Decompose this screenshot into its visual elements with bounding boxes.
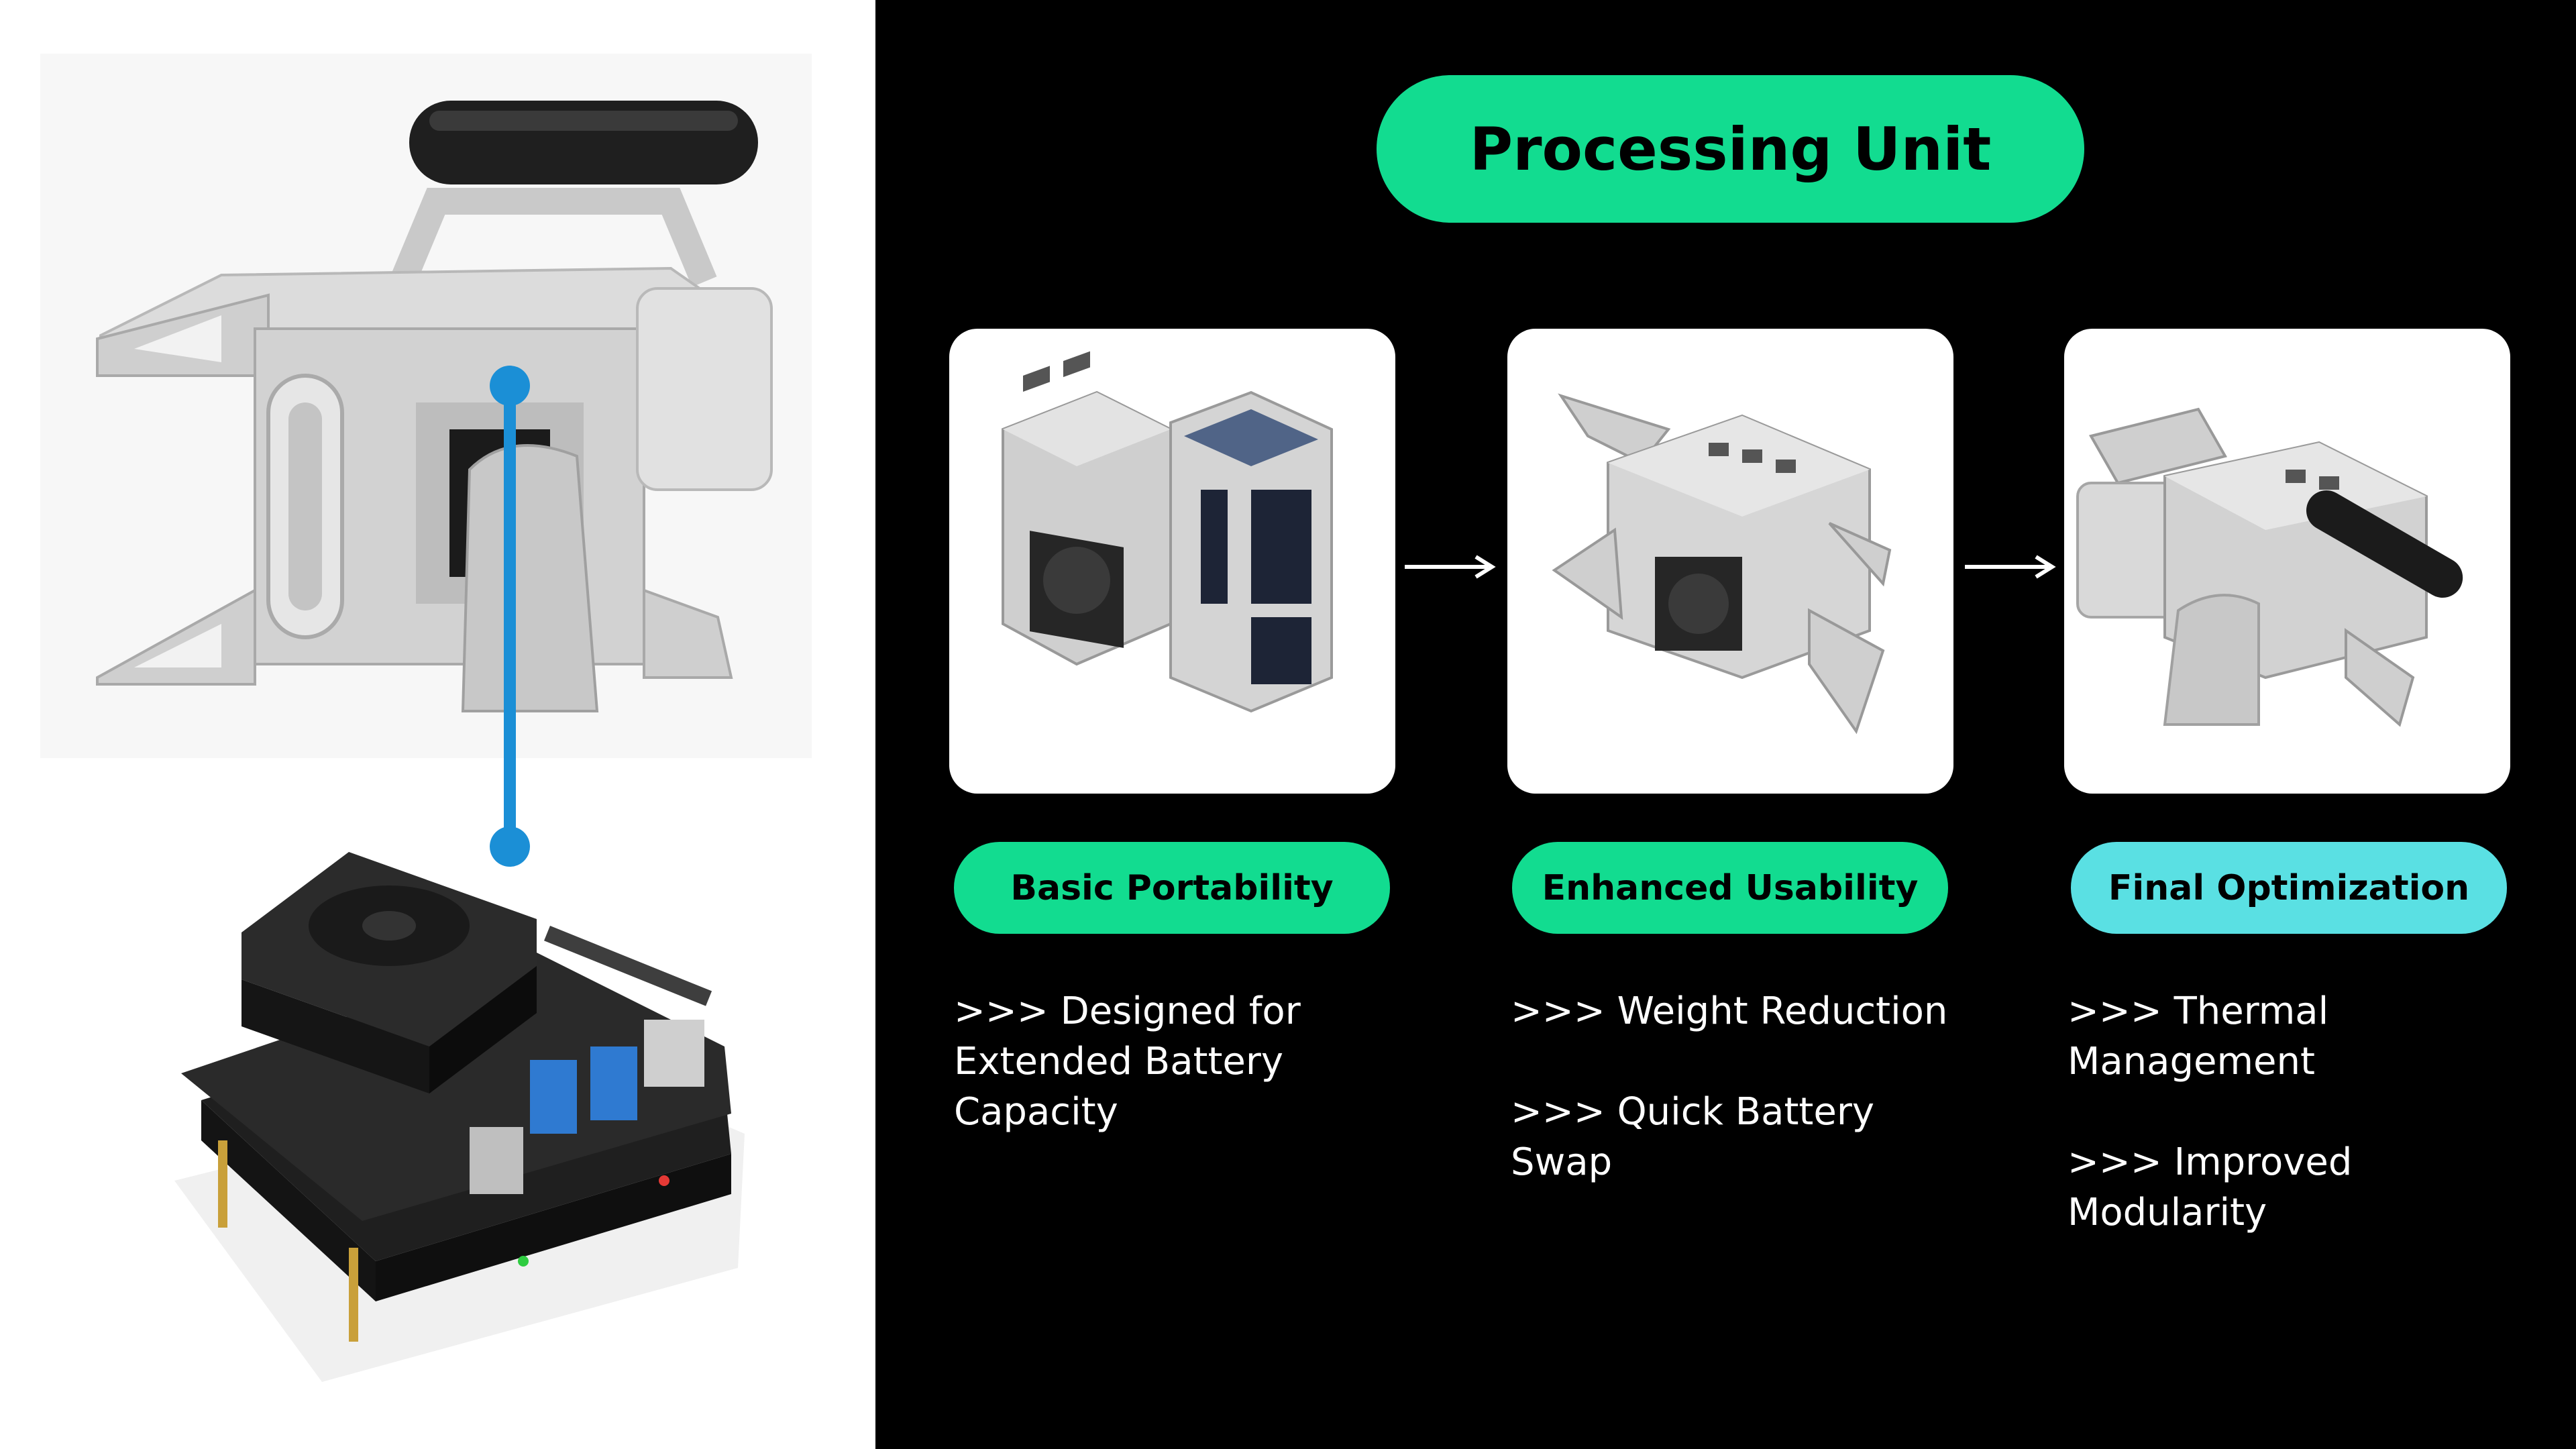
note-item: >>> Improved Modularity xyxy=(2068,1140,2353,1234)
stage-label-text: Enhanced Usability xyxy=(1542,867,1919,908)
stage-card-final-optimization xyxy=(2064,329,2510,794)
prototype-v2-render xyxy=(1552,393,1892,735)
arrow-right-icon xyxy=(1405,555,1496,579)
stage-notes-enhanced-usability: >>> Weight Reduction >>> Quick Battery S… xyxy=(1511,986,1980,1187)
stage-label-text: Basic Portability xyxy=(1010,867,1334,908)
note-item: >>> Quick Battery Swap xyxy=(1511,1090,1874,1184)
product-image-panel xyxy=(0,0,875,1449)
stage-card-basic-portability xyxy=(949,329,1395,794)
prototype-v1-render xyxy=(1002,351,1333,713)
stage-notes-basic-portability: >>> Designed for Extended Battery Capaci… xyxy=(954,986,1330,1137)
handheld-device-render xyxy=(40,54,812,758)
note-item: >>> Weight Reduction xyxy=(1511,989,1948,1033)
stage-notes-final-optimization: >>> Thermal Management >>> Improved Modu… xyxy=(2068,986,2537,1238)
stage-label-text: Final Optimization xyxy=(2108,867,2470,908)
note-item: >>> Thermal Management xyxy=(2068,989,2329,1083)
page-title-text: Processing Unit xyxy=(1469,114,1992,184)
page-title: Processing Unit xyxy=(1377,75,2084,223)
arrow-right-icon xyxy=(1965,555,2056,579)
stage-label-basic-portability: Basic Portability xyxy=(954,842,1390,934)
product-illustration xyxy=(40,54,812,1382)
compute-board-stack-photo xyxy=(174,852,745,1382)
stage-label-final-optimization: Final Optimization xyxy=(2071,842,2507,934)
stage-label-enhanced-usability: Enhanced Usability xyxy=(1512,842,1948,934)
blue-connector-line xyxy=(490,366,530,867)
stage-card-enhanced-usability xyxy=(1507,329,1953,794)
note-item: >>> Designed for Extended Battery Capaci… xyxy=(954,989,1301,1134)
prototype-v3-render xyxy=(2076,407,2463,727)
